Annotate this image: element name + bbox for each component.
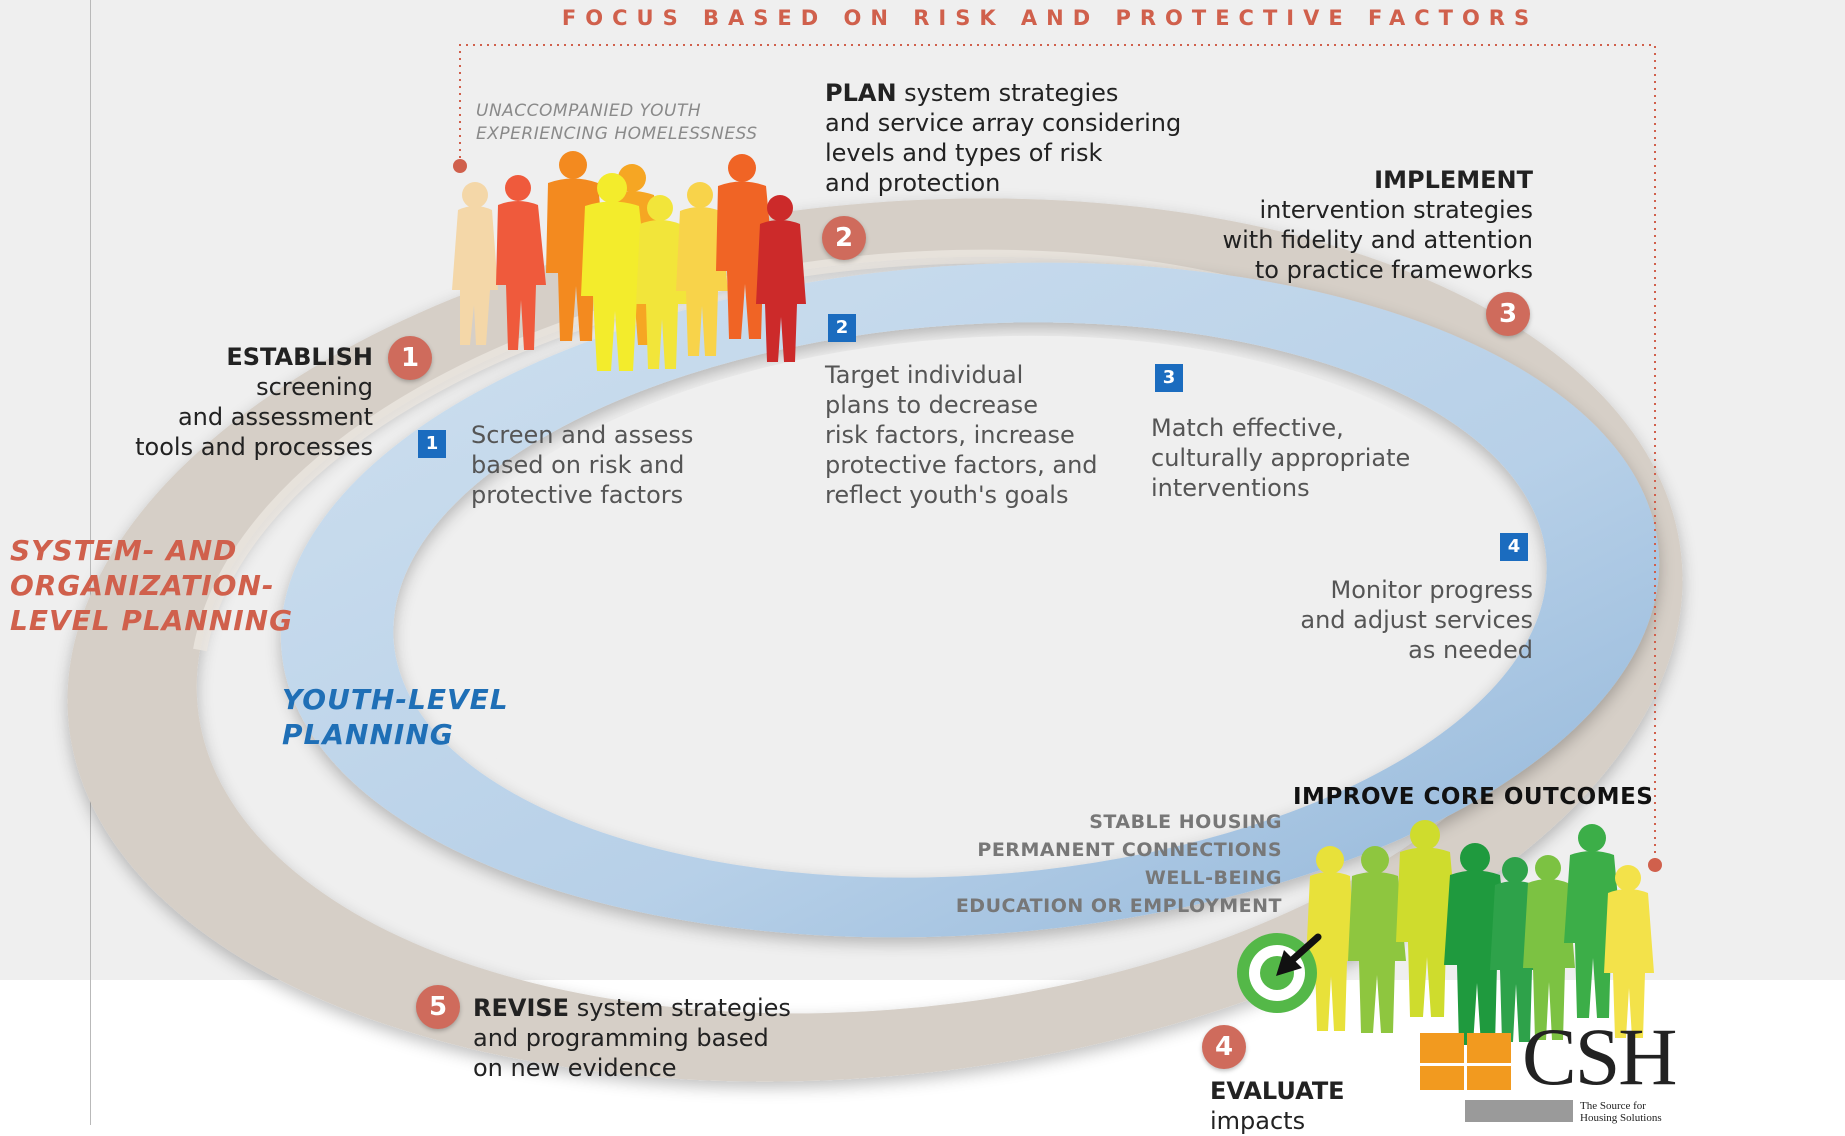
youth-step-1: Screen and assess based on risk and prot… bbox=[471, 421, 694, 509]
system-step-2-number: 2 bbox=[822, 216, 866, 260]
youth-level-label: YOUTH-LEVEL PLANNING bbox=[282, 683, 509, 751]
system-step-4: EVALUATE impacts bbox=[1210, 1077, 1345, 1135]
focus-title: FOCUS BASED ON RISK AND PROTECTIVE FACTO… bbox=[561, 6, 1539, 30]
outcomes-title: IMPROVE CORE OUTCOMES bbox=[1293, 784, 1654, 810]
system-step-5: REVISE system strategies and programming… bbox=[473, 994, 791, 1082]
outcome-people-icon bbox=[1306, 820, 1654, 1045]
logo-tagline: The Source for Housing Solutions bbox=[1580, 1100, 1662, 1124]
system-step-5-number: 5 bbox=[416, 985, 460, 1029]
logo-name: CSH bbox=[1522, 1011, 1678, 1102]
outcome-item: STABLE HOUSING bbox=[1089, 811, 1282, 833]
youth-step-1-number: 1 bbox=[418, 430, 446, 458]
outcome-item: EDUCATION OR EMPLOYMENT bbox=[955, 895, 1282, 917]
left-divider bbox=[90, 0, 91, 1125]
system-step-1: ESTABLISH screening and assessment tools… bbox=[135, 343, 373, 461]
outcomes-list: STABLE HOUSING PERMANENT CONNECTIONS WEL… bbox=[956, 808, 1282, 920]
youth-step-2-number: 2 bbox=[828, 314, 856, 342]
system-step-3-number: 3 bbox=[1486, 292, 1530, 336]
csh-logo-icon bbox=[1420, 1033, 1573, 1122]
outcome-item: PERMANENT CONNECTIONS bbox=[977, 839, 1282, 861]
youth-step-3: Match effective, culturally appropriate … bbox=[1151, 414, 1411, 502]
outcome-item: WELL-BEING bbox=[1144, 867, 1282, 889]
youth-step-4: Monitor progress and adjust services as … bbox=[1300, 576, 1533, 664]
group-label: UNACCOMPANIED YOUTH EXPERIENCING HOMELES… bbox=[476, 101, 758, 144]
system-level-label: SYSTEM- AND ORGANIZATION- LEVEL PLANNING bbox=[10, 534, 294, 637]
youth-step-3-number: 3 bbox=[1155, 364, 1183, 392]
arrow-icon bbox=[1276, 933, 1322, 976]
youth-step-2: Target individual plans to decrease risk… bbox=[825, 361, 1098, 509]
system-step-4-number: 4 bbox=[1202, 1025, 1246, 1069]
youth-step-4-number: 4 bbox=[1500, 533, 1528, 561]
system-step-1-number: 1 bbox=[388, 336, 432, 380]
people-silhouettes-icon bbox=[452, 151, 806, 371]
system-step-3: IMPLEMENT intervention strategies with f… bbox=[1222, 166, 1534, 284]
system-step-2: PLAN system strategies and service array… bbox=[825, 79, 1182, 197]
